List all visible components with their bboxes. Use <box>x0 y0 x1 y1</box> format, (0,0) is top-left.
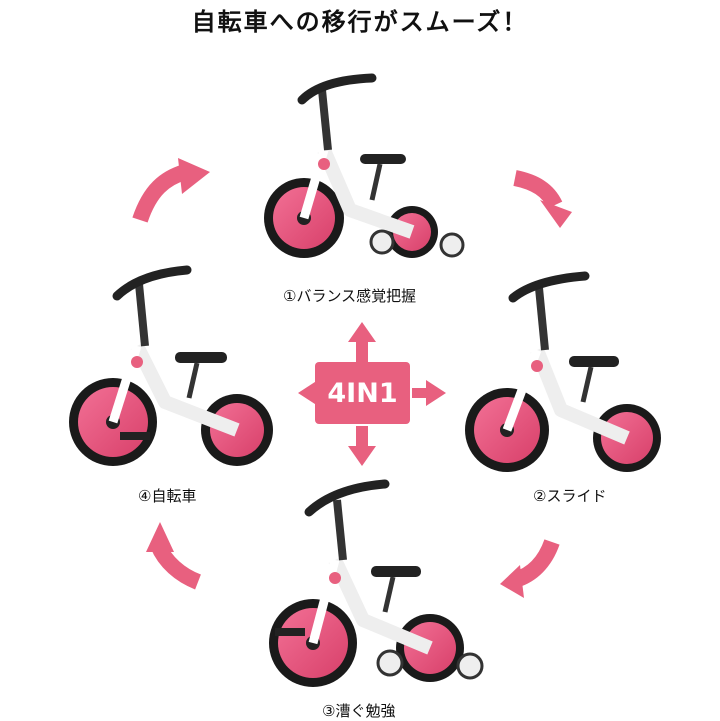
cycle-arrow-top-right <box>513 170 572 228</box>
cycle-arrow-bottom-left <box>146 522 202 590</box>
cycle-arrow-top-left <box>132 158 210 223</box>
stage-1-label: ①バランス感覚把握 <box>283 287 417 305</box>
center-4in1-badge: 4IN1 <box>315 362 410 424</box>
bike-top <box>264 73 465 258</box>
stage-4-label: ④自転車 <box>138 487 197 505</box>
center-arrows <box>298 322 446 466</box>
bike-left <box>69 265 273 466</box>
stage-3-label: ③漕ぐ勉強 <box>322 702 396 720</box>
page-title: 自転車への移行がスムーズ！ <box>191 7 529 36</box>
stage-2-label: ②スライド <box>533 487 607 505</box>
bike-right <box>465 271 661 472</box>
bike-bottom <box>269 479 484 687</box>
cycle-arrow-bottom-right <box>500 539 560 598</box>
